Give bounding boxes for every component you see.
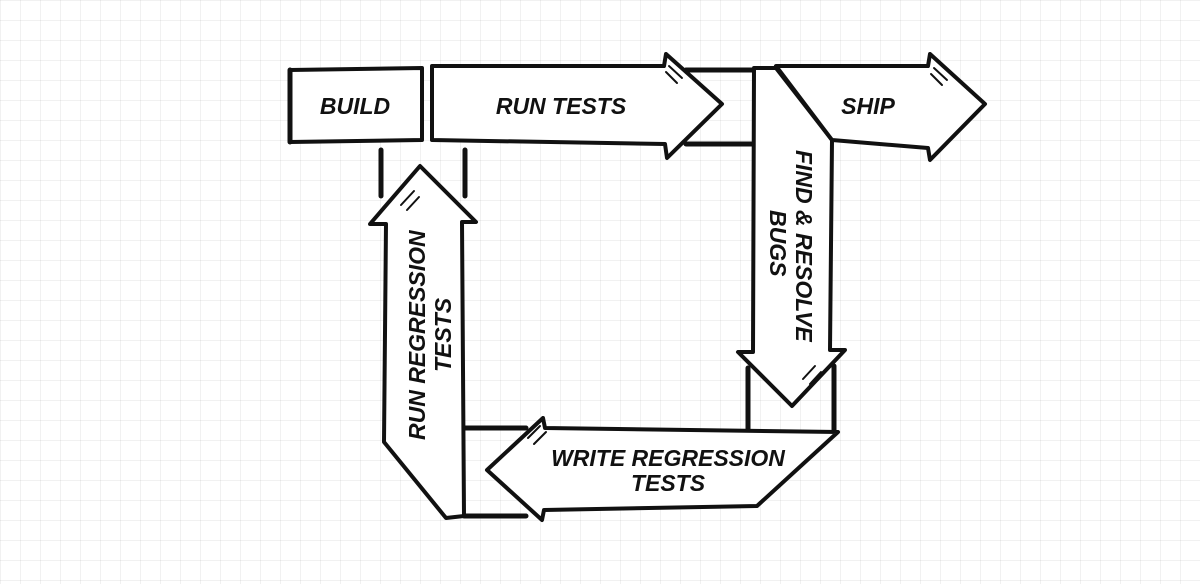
ship-arrow-hatch-1 bbox=[933, 67, 948, 81]
run-regression-arrow bbox=[368, 164, 478, 520]
run-regression-arrow-hatch-1 bbox=[400, 190, 415, 206]
run-tests-arrow-hatch-2 bbox=[665, 71, 678, 84]
run-tests-label: RUN TESTS bbox=[496, 93, 627, 119]
ship-label: SHIP bbox=[841, 93, 895, 119]
ship-arrow bbox=[774, 52, 987, 162]
connector-lines bbox=[378, 67, 837, 519]
build-step: BUILD bbox=[287, 66, 424, 145]
ship-arrow-hatch-2 bbox=[930, 73, 943, 86]
write-regression-step: WRITE REGRESSION TESTS bbox=[485, 416, 840, 522]
find-resolve-label-line-2: BUGS bbox=[765, 210, 791, 277]
run-tests-arrow bbox=[430, 52, 724, 160]
run-regression-step: RUN REGRESSION TESTS bbox=[368, 164, 478, 520]
write-regression-label-line-2: TESTS bbox=[631, 470, 706, 496]
build-label: BUILD bbox=[320, 93, 390, 119]
write-regression-arrow bbox=[485, 416, 840, 522]
run-regression-arrow-hatch-2 bbox=[406, 196, 420, 211]
run-tests-step: RUN TESTS bbox=[430, 52, 724, 160]
run-regression-label-line-2: TESTS bbox=[430, 297, 456, 372]
find-resolve-arrow-hatch-2 bbox=[809, 371, 822, 385]
ship-step: SHIP bbox=[774, 52, 987, 162]
run-tests-arrow-hatch-1 bbox=[668, 65, 683, 79]
find-resolve-arrow-hatch-1 bbox=[802, 365, 816, 380]
write-regression-label-line-1: WRITE REGRESSION bbox=[551, 445, 785, 471]
write-regression-arrow-hatch-2 bbox=[533, 431, 547, 445]
run-regression-label-line-1: RUN REGRESSION bbox=[404, 230, 430, 440]
write-regression-arrow-hatch-1 bbox=[527, 425, 541, 439]
find-resolve-label-line-1: FIND & RESOLVE bbox=[791, 150, 817, 342]
